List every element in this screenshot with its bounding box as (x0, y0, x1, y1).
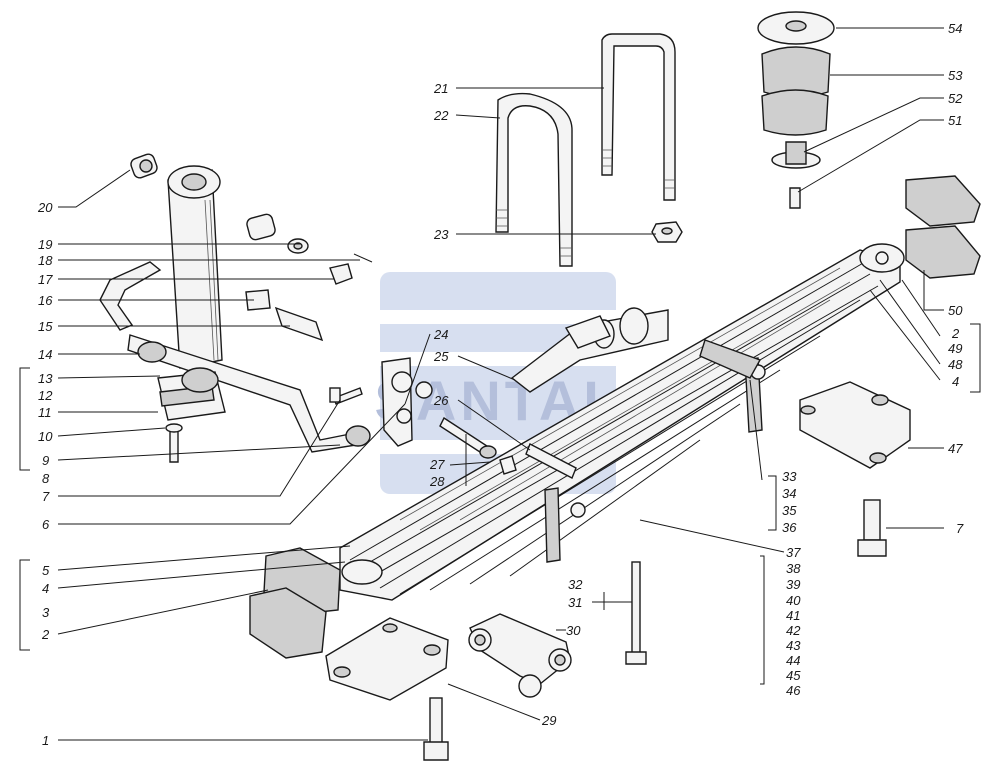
callout-30: 30 (566, 623, 581, 638)
callout-45: 45 (786, 668, 801, 683)
callout-14: 14 (38, 347, 52, 362)
spring-bracket-47 (799, 381, 911, 469)
shackle-30 (468, 613, 572, 698)
callout-41: 41 (786, 608, 800, 623)
callout-51: 51 (948, 113, 962, 128)
bolt-right (857, 499, 887, 557)
u-bolt-21 (601, 33, 676, 201)
callout-46: 46 (786, 683, 801, 698)
spring-bracket-29 (325, 617, 449, 701)
callout-3: 3 (42, 605, 50, 620)
callout-18: 18 (38, 253, 53, 268)
callout-22: 22 (433, 108, 449, 123)
callout-6: 6 (42, 517, 50, 532)
callout-7b: 7 (956, 521, 964, 536)
callout-5: 5 (42, 563, 50, 578)
rubber-cushion-50 (905, 175, 981, 279)
pin-26 (439, 416, 577, 479)
callout-2a: 2 (41, 627, 50, 642)
callout-42: 42 (786, 623, 801, 638)
nut-23 (651, 221, 683, 243)
rubber-buffer-assembly (757, 11, 835, 209)
leaf-spring-pack (339, 243, 905, 601)
small-hardware-left (130, 153, 373, 342)
callout-1: 1 (42, 733, 49, 748)
callout-2b: 2 (951, 326, 960, 341)
callout-31: 31 (568, 595, 582, 610)
stabilizer-bar-assembly (99, 165, 371, 463)
callout-34: 34 (782, 486, 796, 501)
callout-38: 38 (786, 561, 801, 576)
callout-36: 36 (782, 520, 797, 535)
bolt-31 (625, 561, 647, 665)
bolt-1 (423, 697, 449, 761)
callout-23: 23 (433, 227, 449, 242)
callout-54: 54 (948, 21, 962, 36)
callout-13: 13 (38, 371, 53, 386)
callout-12: 12 (38, 388, 53, 403)
leader-lines (57, 27, 944, 741)
callout-27: 27 (429, 457, 445, 472)
callout-labels: 1 2 3 4 5 6 7 8 9 10 11 12 13 14 15 16 1… (37, 21, 964, 748)
callout-8: 8 (42, 471, 50, 486)
callout-10: 10 (38, 429, 53, 444)
callout-17: 17 (38, 272, 53, 287)
u-bolt-22 (495, 92, 573, 267)
callout-11: 11 (38, 405, 52, 420)
callout-4b: 4 (952, 374, 959, 389)
callout-19: 19 (38, 237, 52, 252)
bolt-left (329, 387, 363, 405)
callout-20: 20 (37, 200, 53, 215)
callout-35: 35 (782, 503, 797, 518)
callout-47: 47 (948, 441, 963, 456)
end-bracket (381, 357, 433, 447)
callout-26: 26 (433, 393, 449, 408)
callout-16: 16 (38, 293, 53, 308)
callout-33: 33 (782, 469, 797, 484)
callout-40: 40 (786, 593, 801, 608)
callout-53: 53 (948, 68, 963, 83)
callout-25: 25 (433, 349, 449, 364)
callout-50: 50 (948, 303, 963, 318)
callout-39: 39 (786, 577, 800, 592)
grouping-brackets (19, 323, 981, 685)
callout-52: 52 (948, 91, 963, 106)
callout-7a: 7 (42, 489, 50, 504)
callout-37: 37 (786, 545, 801, 560)
callout-24: 24 (433, 327, 448, 342)
spring-insert-25 (510, 307, 669, 393)
callout-29: 29 (541, 713, 556, 728)
callout-28: 28 (429, 474, 445, 489)
callout-21: 21 (433, 81, 448, 96)
callout-32: 32 (568, 577, 583, 592)
callout-9: 9 (42, 453, 49, 468)
callout-49: 49 (948, 341, 962, 356)
callout-4a: 4 (42, 581, 49, 596)
callout-48: 48 (948, 357, 963, 372)
callout-15: 15 (38, 319, 53, 334)
rubber-cushion-left (249, 547, 341, 659)
callout-43: 43 (786, 638, 801, 653)
callout-44: 44 (786, 653, 800, 668)
